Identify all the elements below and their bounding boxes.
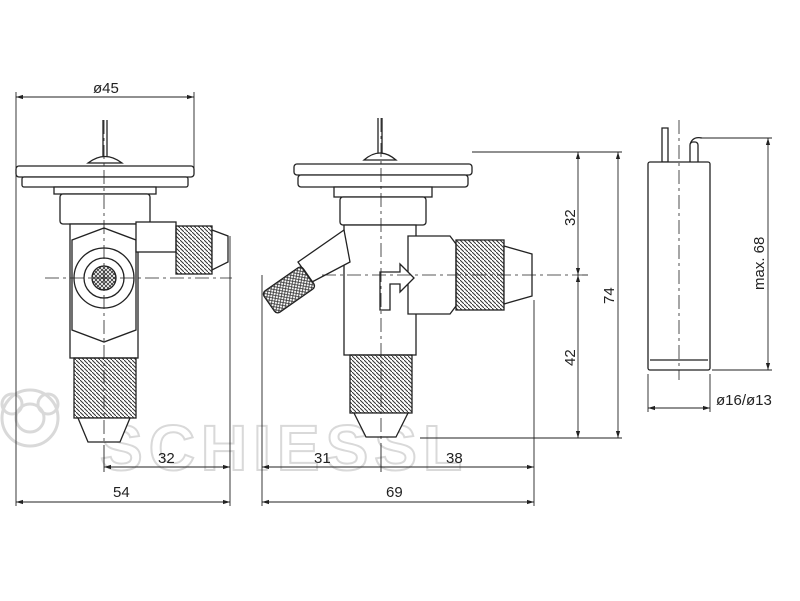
schiessl-logo-icon — [0, 388, 60, 448]
bulb-length-label: max. 68 — [751, 237, 768, 290]
watermark-text: SCHIESSL — [100, 412, 468, 484]
total-height-label: 74 — [601, 287, 618, 304]
middle-left-offset-label: 31 — [314, 450, 331, 467]
left-inlet-offset-label: 32 — [158, 450, 175, 467]
lower-height-label: 42 — [562, 349, 579, 366]
right-view — [647, 120, 711, 380]
left-overall-width-label: 54 — [113, 484, 130, 501]
middle-overall-width-label: 69 — [386, 484, 403, 501]
bulb-diameter-label: ø16/ø13 — [716, 392, 772, 409]
upper-height-label: 32 — [562, 209, 579, 226]
left-view — [15, 120, 232, 445]
middle-view — [262, 118, 582, 445]
middle-right-offset-label: 38 — [446, 450, 463, 467]
left-dimensions — [15, 92, 231, 506]
right-dimensions — [647, 137, 772, 412]
watermark: SCHIESSL — [0, 388, 468, 485]
middle-dimensions — [261, 151, 622, 506]
diaphragm-diameter-label: ø45 — [93, 80, 119, 97]
